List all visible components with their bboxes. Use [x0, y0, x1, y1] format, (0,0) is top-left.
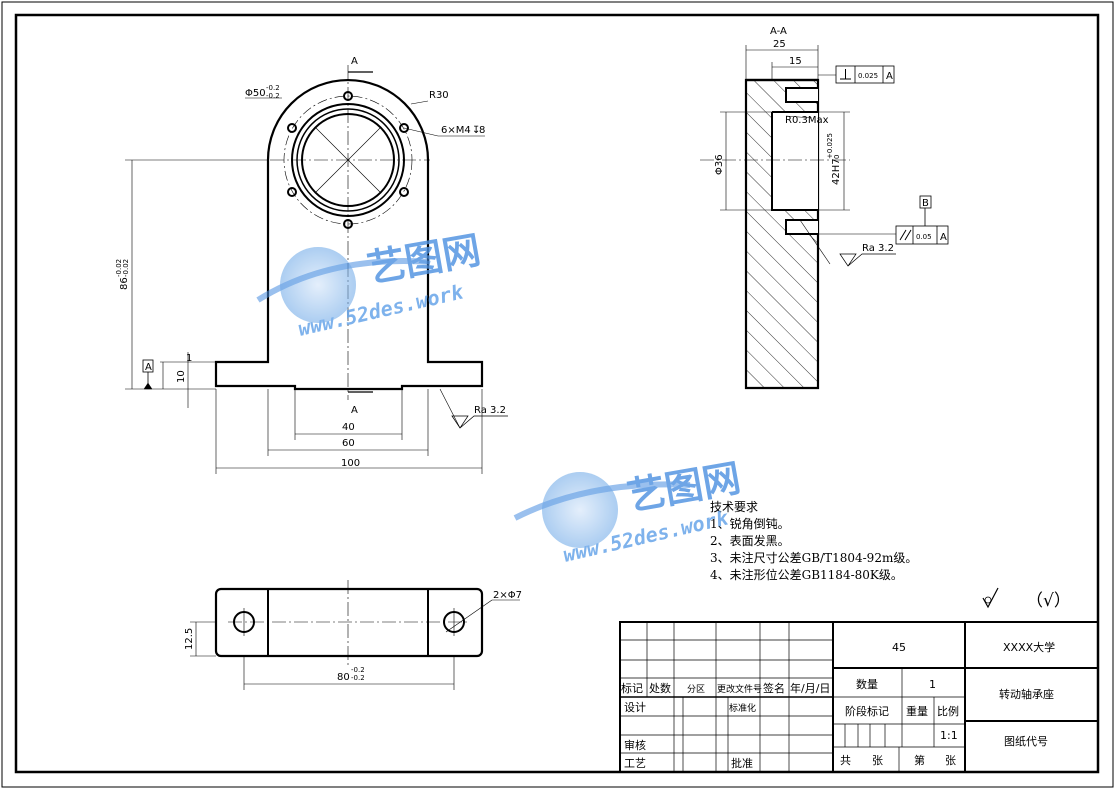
top-view	[190, 580, 520, 690]
dim-step-1: 1	[186, 353, 192, 364]
datum-a-letter: A	[145, 362, 152, 373]
perpendicularity-datum: A	[886, 71, 893, 82]
dim-width-60: 60	[342, 438, 355, 449]
sheets-unit: 张	[872, 754, 883, 767]
label-design: 设计	[624, 701, 646, 714]
label-review: 审核	[624, 738, 646, 752]
parallelism-datum: A	[940, 232, 947, 243]
watermark-brand: 艺图网	[364, 228, 484, 291]
dim-diameter-tol-lower: -0.2	[266, 92, 280, 100]
dim-hole-depth: 8	[479, 125, 485, 136]
section-mark-a-top: A	[351, 56, 358, 67]
weight-label: 重量	[906, 704, 928, 718]
dim-width-40: 40	[342, 422, 355, 433]
datum-b-letter: B	[922, 198, 929, 209]
perpendicularity-tol: 0.025	[858, 72, 878, 80]
dim-base-thickness: 10	[176, 370, 187, 383]
section-view-labels: A-A 25 15 0.025 A R0.3Max Φ36 42H7 +0.02…	[714, 26, 947, 254]
label-process: 工艺	[624, 757, 646, 770]
header-change-doc: 更改文件号	[717, 683, 762, 695]
front-view	[125, 65, 508, 474]
dim-depth-15: 15	[789, 56, 802, 67]
watermark-1: 艺图网 www.52des.work	[256, 228, 484, 341]
sheet-no-label: 第	[914, 753, 925, 767]
qty-label: 数量	[856, 678, 878, 691]
dim-bore-36: Φ36	[714, 154, 725, 175]
dim-80-tol-upper: -0.2	[351, 666, 365, 674]
dim-width-100: 100	[341, 458, 360, 469]
tech-requirements: 技术要求 1、锐角倒钝。 2、表面发黑。 3、未注尺寸公差GB/T1804-92…	[710, 500, 917, 582]
tech-req-item: 1、锐角倒钝。	[710, 517, 790, 531]
dim-holes-2xphi7: 2×Φ7	[493, 590, 522, 601]
tech-req-title: 技术要求	[710, 500, 758, 514]
material-value: 45	[892, 641, 906, 654]
section-mark-a-bottom: A	[351, 405, 358, 416]
scale-value: 1:1	[940, 729, 958, 742]
dim-bore-42: 42H7	[831, 158, 842, 185]
tech-req-item: 2、表面发黑。	[710, 533, 790, 548]
label-approve: 批准	[731, 756, 753, 770]
roughness-section: Ra 3.2	[862, 243, 894, 254]
dim-bore-42-tol-upper: +0.025	[826, 133, 834, 159]
dim-12-5: 12.5	[184, 628, 195, 650]
title-block	[619, 621, 1099, 773]
top-view-labels: 2×Φ7 12.5 80 -0.2 -0.2	[184, 590, 522, 683]
inner-border	[14, 13, 1100, 774]
surface-finish-text: （√）	[1026, 591, 1071, 611]
dim-diameter-50: Φ50	[245, 88, 266, 99]
sheet-no-unit: 张	[945, 754, 956, 767]
roughness-front: Ra 3.2	[474, 405, 506, 416]
header-mark: 标记	[621, 681, 643, 695]
stage-label: 阶段标记	[845, 704, 889, 718]
dim-height-86: 86	[119, 277, 130, 290]
dim-height-tol-upper: -0.02	[115, 259, 123, 277]
header-zone: 分区	[687, 684, 705, 695]
dim-radius-30: R30	[429, 90, 449, 101]
dim-depth-25: 25	[773, 39, 786, 50]
scale-label: 比例	[937, 704, 959, 718]
school-name: XXXX大学	[1003, 640, 1055, 654]
dim-tapped-holes: 6×M4	[441, 125, 471, 136]
sheets-total-label: 共	[840, 754, 851, 767]
dim-80-tol-lower: -0.2	[351, 674, 365, 682]
header-count: 处数	[649, 682, 671, 695]
qty-value: 1	[929, 678, 936, 691]
radius-note: R0.3Max	[785, 115, 829, 126]
dim-height-tol-lower: -0.02	[122, 259, 130, 277]
header-date: 年/月/日	[790, 681, 830, 695]
dim-bore-42-tol-lower: 0	[833, 155, 841, 159]
dim-80: 80	[337, 672, 350, 683]
depth-symbol: ↧	[472, 125, 480, 136]
surface-finish-note: （√）	[982, 587, 1071, 611]
tech-req-item: 3、未注尺寸公差GB/T1804-92m级。	[710, 550, 917, 565]
label-standardization: 标准化	[729, 702, 756, 714]
parallelism-tol: 0.05	[916, 233, 932, 241]
drawing-no-label: 图纸代号	[1004, 735, 1048, 748]
title-block-text: 标记 处数 分区 更改文件号 签名 年/月/日 设计 标准化 审核 工艺 批准 …	[621, 640, 1055, 770]
header-sign: 签名	[763, 681, 785, 695]
dim-diameter-tol-upper: -0.2	[266, 84, 280, 92]
section-view	[700, 45, 949, 390]
front-view-labels: A A Φ50 -0.2 -0.2 R30 6×M4 ↧ 8 86 -0.02 …	[115, 56, 506, 469]
section-title: A-A	[770, 26, 787, 37]
tech-req-item: 4、未注形位公差GB1184-80K级。	[710, 567, 903, 582]
part-name: 转动轴承座	[999, 687, 1054, 701]
